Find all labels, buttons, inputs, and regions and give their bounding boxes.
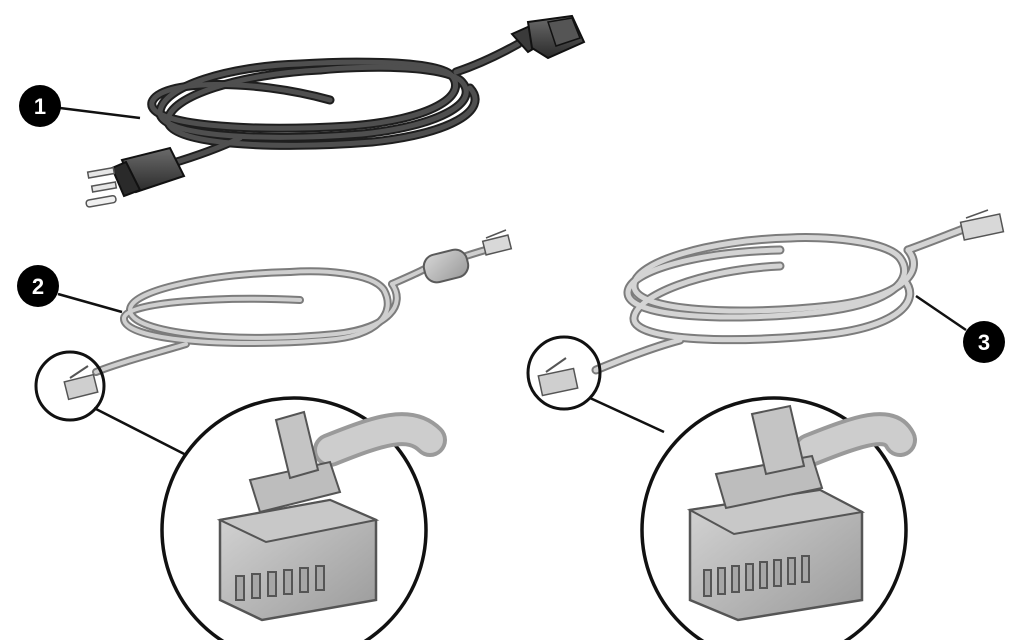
network-cable-plug-near	[537, 357, 579, 397]
modem-cable	[63, 229, 513, 401]
modem-plug-detail	[34, 350, 447, 640]
power-cord-iec-connector	[510, 14, 586, 60]
small-magnifier-circle-right	[526, 335, 602, 411]
callout-1-badge	[19, 85, 61, 127]
modem-cable-plug-far	[481, 229, 513, 256]
network-cable-plug-far	[959, 209, 1005, 241]
small-magnifier-circle-left	[34, 350, 106, 422]
network-cable-coils	[593, 225, 969, 373]
callout-3: 3	[915, 294, 1005, 363]
callout-3-number: 3	[978, 330, 990, 355]
callout-3-leader	[915, 294, 967, 332]
network-cable	[537, 209, 1005, 397]
modem-cable-plug-near	[63, 365, 99, 401]
power-cord-coils	[149, 41, 521, 167]
callout-1: 1	[19, 85, 141, 127]
magnifier-leader-left	[93, 406, 197, 462]
power-cord	[85, 14, 586, 208]
callout-3-badge	[963, 321, 1005, 363]
callout-1-number: 1	[34, 94, 46, 119]
network-plug-zoomed	[686, 404, 917, 622]
ferrite-bead	[422, 248, 470, 284]
power-cord-nema-plug	[85, 146, 186, 208]
network-plug-detail	[526, 335, 917, 640]
callout-2-number: 2	[32, 274, 44, 299]
magnifier-leader-right	[589, 396, 665, 434]
modem-plug-zoomed	[216, 410, 447, 622]
callout-1-leader	[59, 106, 141, 120]
callout-2-badge	[17, 265, 59, 307]
callout-2-leader	[57, 292, 123, 314]
callout-2: 2	[17, 265, 123, 314]
